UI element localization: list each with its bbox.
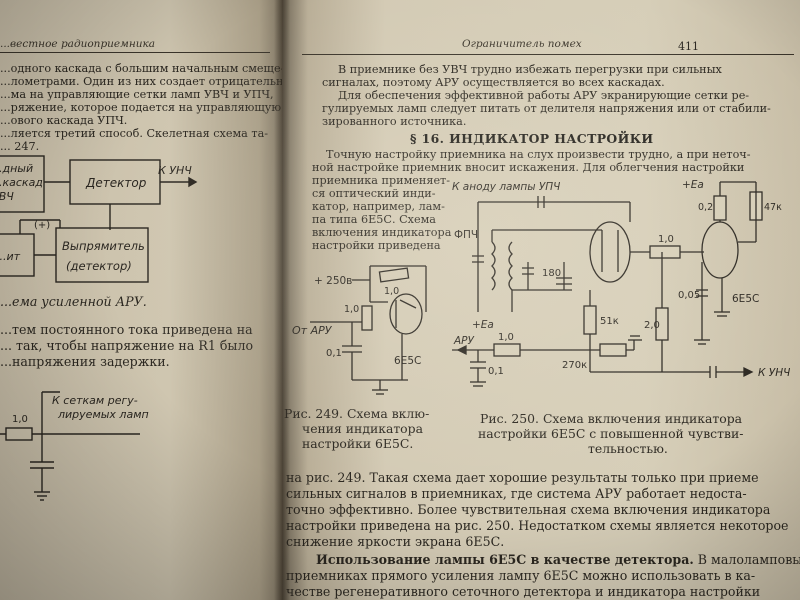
- fig250-c01: 0,1: [488, 366, 504, 377]
- agc-block-diagram: ...дный ...каскад УВЧ Детектор К УНЧ (+)…: [0, 155, 198, 283]
- left-text-line: ... 247.: [0, 140, 40, 153]
- para1-line: В приемнике без УВЧ трудно избежать пере…: [338, 63, 722, 76]
- fig249-input: От АРУ: [292, 324, 333, 337]
- right-page: Ограничитель помех 411 В приемнике без У…: [282, 0, 800, 600]
- left-text-line: ...лометрами. Один из них создает отрица…: [0, 75, 282, 88]
- fig250-fpch: ФПЧ: [454, 229, 478, 241]
- left-text-line: ...ма на управляющие сетки ламп УВЧ и УП…: [0, 88, 274, 101]
- fig250-to-unch: К УНЧ: [758, 367, 790, 379]
- grids-label-line: К сеткам регу-: [52, 394, 138, 407]
- right-running-header: Ограничитель помех: [462, 38, 582, 50]
- para3-line: настройки приведена на рис. 250. Недоста…: [286, 518, 789, 533]
- para2-narrow-line: катор, например, лам-: [312, 200, 445, 213]
- fig250-tube: 6Е5С: [732, 293, 759, 305]
- block1-line: УВЧ: [0, 190, 14, 203]
- left-caption: ...ема усиленной АРУ.: [0, 294, 147, 309]
- para4-rest: В малоламповых: [693, 552, 800, 567]
- para3-line: снижение яркости экрана 6Е5С.: [286, 534, 505, 549]
- para4-bold: Использование лампы 6Е5С в качестве дете…: [316, 552, 694, 567]
- to-uhch-label: К УНЧ: [158, 164, 192, 177]
- para1-line: сигналах, поэтому АРУ осуществляется во …: [322, 76, 665, 89]
- para1-line: зированного источника.: [322, 115, 467, 128]
- rectifier-line: (детектор): [66, 259, 132, 273]
- fig249-tube: 6Е5С: [394, 355, 421, 367]
- fig250-r20: 2,0: [644, 320, 660, 331]
- fig250-aru: АРУ: [453, 335, 475, 347]
- fig250-c005: 0,05: [678, 290, 700, 301]
- caption249-line: чения индикатора: [302, 421, 423, 436]
- caption249-line: Рис. 249. Схема вклю-: [284, 406, 430, 421]
- book-spine-shadow: [274, 0, 290, 600]
- fig249-supply: + 250в: [314, 275, 352, 287]
- block1-line: ...дный: [0, 162, 33, 175]
- para4-first-line: Использование лампы 6Е5С в качестве дете…: [316, 552, 800, 567]
- para2-narrow-line: включения индикатора: [312, 226, 452, 239]
- left-page: ...вестное радиоприемника ...одного каск…: [0, 0, 282, 600]
- left-resistor-label: 1,0: [12, 414, 28, 425]
- plus-mark: (+): [34, 220, 50, 231]
- section-heading: § 16. ИНДИКАТОР НАСТРОЙКИ: [410, 131, 654, 146]
- grids-label-line: лируемых ламп: [57, 408, 149, 421]
- left-schematic: 1,0 К сеткам регу- лируемых ламп: [0, 391, 149, 501]
- page-number: 411: [678, 40, 699, 53]
- fig250-r3: 1,0: [658, 234, 674, 245]
- fig250-r1: 0,2: [698, 202, 713, 213]
- detector-label: Детектор: [85, 176, 147, 190]
- left-text2-line: ...тем постоянного тока приведена на: [0, 322, 253, 337]
- left-text-line: ...ляется третий способ. Скелетная схема…: [0, 127, 269, 140]
- para4-line: честве регенеративного сеточного детекто…: [286, 584, 761, 599]
- fig250-ea-bottom: +Eа: [472, 319, 494, 331]
- fig250-r-aru: 1,0: [498, 332, 514, 343]
- fig250-schematic: К аноду лампы УПЧ +Eа ФПЧ 0,2 47к 1,0 18…: [452, 179, 790, 387]
- para2-narrow-line: приемника применяет-: [312, 174, 451, 187]
- fig249-schematic: + 250в 1,0 1,0 От АРУ 0,1 6Е5С: [292, 265, 427, 395]
- fig249-r-top: 1,0: [384, 286, 399, 297]
- para2-narrow-line: ся оптический инди-: [312, 187, 436, 200]
- para1-line: гулируемых ламп следует питать от делите…: [322, 102, 771, 115]
- left-text2-line: ... так, чтобы напряжение на R1 было: [0, 338, 254, 353]
- block2-label: ...ит: [0, 250, 21, 263]
- left-text-line: ...ового каскада УПЧ.: [0, 114, 128, 127]
- caption249-line: настройки 6Е5С.: [302, 436, 414, 451]
- fig250-r51k: 51к: [600, 316, 619, 327]
- left-text-line: ...одного каскада с большим начальным см…: [0, 62, 282, 75]
- para2-narrow-line: па типа 6Е5С. Схема: [312, 213, 436, 226]
- fig250-ea-top: +Eа: [682, 179, 704, 191]
- fig250-r2: 47к: [764, 202, 782, 213]
- left-text2-line: ...напряжения задержки.: [0, 354, 170, 369]
- left-text-line: ...ряжение, которое подается на управляю…: [0, 101, 282, 114]
- fig250-r270k: 270к: [562, 360, 587, 371]
- block1-line: ...каскад: [0, 176, 43, 189]
- left-header-rule: [0, 52, 270, 53]
- para4-line: приемниках прямого усиления лампу 6Е5С м…: [286, 568, 756, 583]
- para2-line: ной настройке приемник вносит искажения.…: [312, 161, 745, 174]
- fig250-c180: 180: [542, 268, 561, 279]
- para3-line: на рис. 249. Такая схема дает хорошие ре…: [286, 470, 759, 485]
- left-running-header: ...вестное радиоприемника: [0, 38, 156, 50]
- para3-line: точно эффективно. Более чувствительная с…: [286, 502, 771, 517]
- fig249-r-left: 1,0: [344, 304, 359, 315]
- caption250-line: настройки 6Е5С с повышенной чувстви-: [478, 426, 744, 441]
- caption250-line: тельностью.: [588, 441, 668, 456]
- rectifier-line: Выпрямитель: [62, 239, 145, 253]
- para2-narrow-line: настройки приведена: [312, 239, 441, 252]
- para3-line: сильных сигналов в приемниках, где систе…: [286, 486, 747, 501]
- fig250-anode: К аноду лампы УПЧ: [452, 181, 560, 193]
- fig249-cap: 0,1: [326, 348, 342, 359]
- right-header-rule: [302, 54, 794, 55]
- para1-line: Для обеспечения эффективной работы АРУ э…: [338, 89, 750, 102]
- para2-line: Точную настройку приемника на слух произ…: [326, 148, 751, 161]
- caption250-line: Рис. 250. Схема включения индикатора: [480, 411, 743, 426]
